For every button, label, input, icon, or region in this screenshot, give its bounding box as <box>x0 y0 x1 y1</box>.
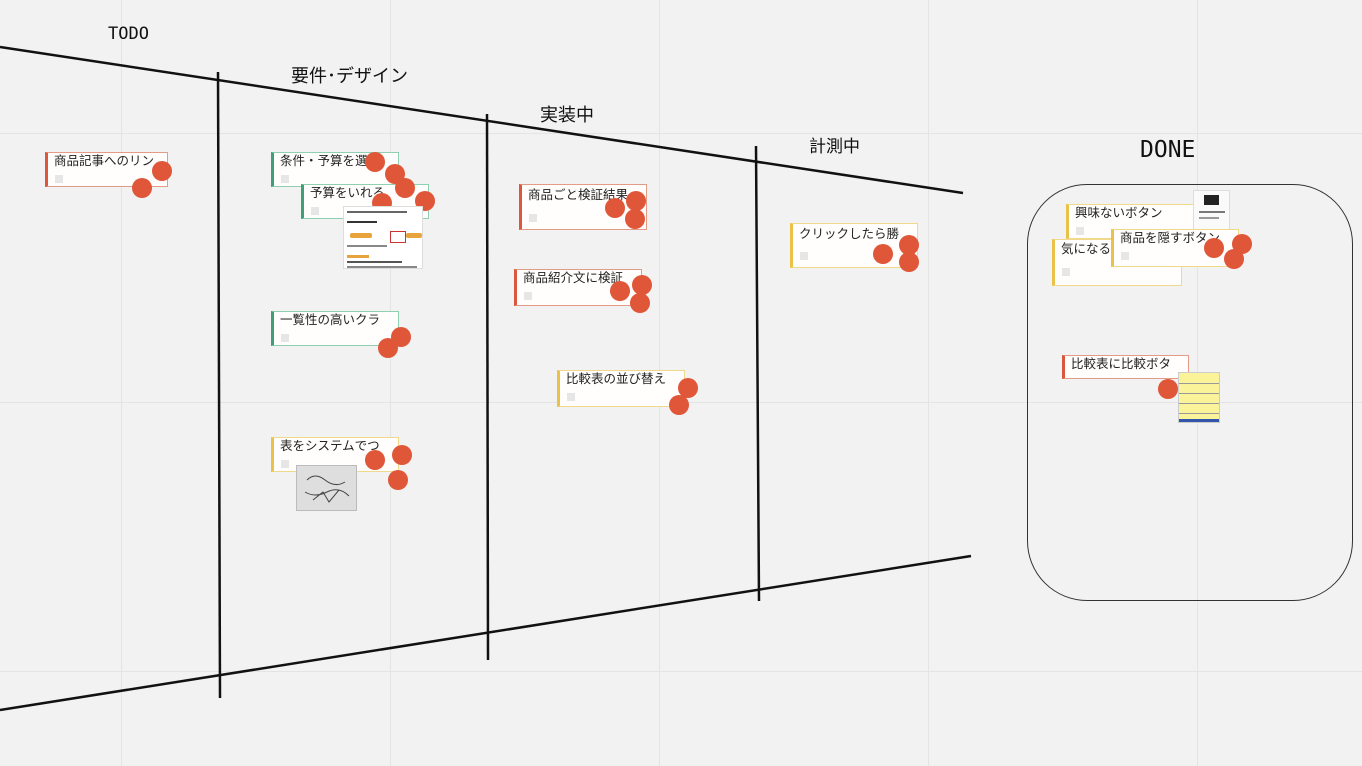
card-text: クリックしたら勝 <box>799 226 900 241</box>
vote-dot[interactable] <box>678 378 698 398</box>
vote-dot[interactable] <box>610 281 630 301</box>
card-checkbox[interactable] <box>55 175 63 183</box>
divider-todo-requirements <box>216 71 222 699</box>
vote-dot[interactable] <box>632 275 652 295</box>
vote-dot[interactable] <box>365 152 385 172</box>
screenshot-thumbnail[interactable] <box>343 206 423 269</box>
vote-dot[interactable] <box>1158 379 1178 399</box>
vote-dot[interactable] <box>365 450 385 470</box>
vote-dot[interactable] <box>625 209 645 229</box>
vote-dot[interactable] <box>626 191 646 211</box>
vote-dot[interactable] <box>630 293 650 313</box>
card-text: 予算をいれる <box>310 185 386 200</box>
spreadsheet-thumbnail[interactable] <box>1178 372 1220 423</box>
card-checkbox[interactable] <box>311 207 319 215</box>
column-label-done: DONE <box>1140 137 1196 163</box>
card-text: 商品記事へのリン <box>54 153 155 168</box>
card-checkbox[interactable] <box>281 175 289 183</box>
top-boundary-line <box>0 45 964 195</box>
vote-dot[interactable] <box>605 198 625 218</box>
column-label-todo: TODO <box>108 24 149 44</box>
card-text: 一覧性の高いクラ <box>280 312 381 327</box>
screenshot-thumbnail[interactable] <box>1193 190 1230 230</box>
card-text: 条件・予算を選 <box>280 153 368 168</box>
card-checkbox[interactable] <box>1121 252 1129 260</box>
card-text: 気になる <box>1061 241 1112 256</box>
column-label-requirements: 要件･デザイン <box>291 66 408 87</box>
column-label-implementing: 実装中 <box>540 105 594 126</box>
card-checkbox[interactable] <box>281 460 289 468</box>
vote-dot[interactable] <box>152 161 172 181</box>
card-text: 比較表の並び替え <box>566 371 667 386</box>
vote-dot[interactable] <box>669 395 689 415</box>
card-checkbox[interactable] <box>1076 227 1084 235</box>
vote-dot[interactable] <box>132 178 152 198</box>
divider-implementing-measuring <box>754 145 761 602</box>
sticky-card[interactable]: 比較表に比較ボタ <box>1062 355 1189 379</box>
divider-requirements-implementing <box>485 113 490 661</box>
card-checkbox[interactable] <box>524 292 532 300</box>
vote-dot[interactable] <box>873 244 893 264</box>
card-text: 興味ないボタン <box>1075 205 1163 220</box>
column-label-measuring: 計測中 <box>809 137 860 157</box>
card-checkbox[interactable] <box>529 214 537 222</box>
done-area-frame <box>1027 184 1353 601</box>
vote-dot[interactable] <box>899 235 919 255</box>
vote-dot[interactable] <box>1204 238 1224 258</box>
sticky-card[interactable]: 比較表の並び替え <box>557 370 685 407</box>
vote-dot[interactable] <box>378 338 398 358</box>
vote-dot[interactable] <box>1224 249 1244 269</box>
card-text: 表をシステムでつ <box>280 438 380 453</box>
card-text: 比較表に比較ボタ <box>1071 356 1172 371</box>
bottom-boundary-line <box>0 554 972 712</box>
card-checkbox[interactable] <box>281 334 289 342</box>
card-checkbox[interactable] <box>800 252 808 260</box>
vote-dot[interactable] <box>392 445 412 465</box>
sticky-card[interactable]: 一覧性の高いクラ <box>271 311 399 346</box>
sticky-card[interactable]: クリックしたら勝 <box>790 223 918 268</box>
card-text: 商品紹介文に検証 <box>523 270 624 285</box>
card-text: 商品ごと検証結果 <box>528 187 629 202</box>
vote-dot[interactable] <box>899 252 919 272</box>
vote-dot[interactable] <box>395 178 415 198</box>
sketch-photo-thumbnail[interactable] <box>296 465 357 511</box>
card-checkbox[interactable] <box>1062 268 1070 276</box>
vote-dot[interactable] <box>388 470 408 490</box>
card-text: 商品を隠すボタン <box>1120 230 1221 245</box>
card-checkbox[interactable] <box>567 393 575 401</box>
